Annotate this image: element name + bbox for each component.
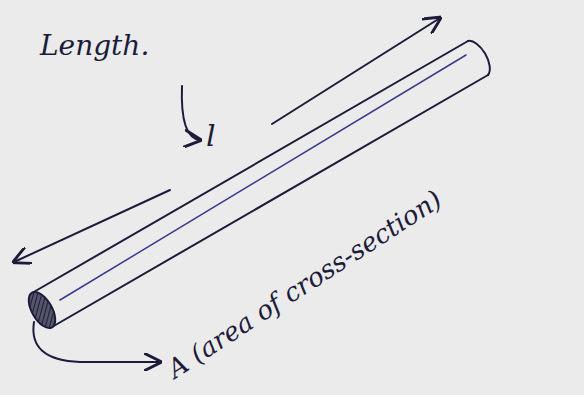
- length-arrow: [14, 190, 170, 262]
- symbol-label: l: [206, 119, 216, 152]
- cross-section: [23, 288, 60, 333]
- area-label: A (area of cross-section): [162, 185, 446, 384]
- length-label: Length.: [40, 31, 149, 62]
- rod-end: [468, 41, 490, 75]
- length-arrow: [272, 18, 440, 124]
- rod-edge: [32, 41, 468, 293]
- pointer-arrow: [182, 86, 200, 140]
- pointer-arrow: [33, 322, 160, 362]
- rod-shading: [60, 55, 466, 300]
